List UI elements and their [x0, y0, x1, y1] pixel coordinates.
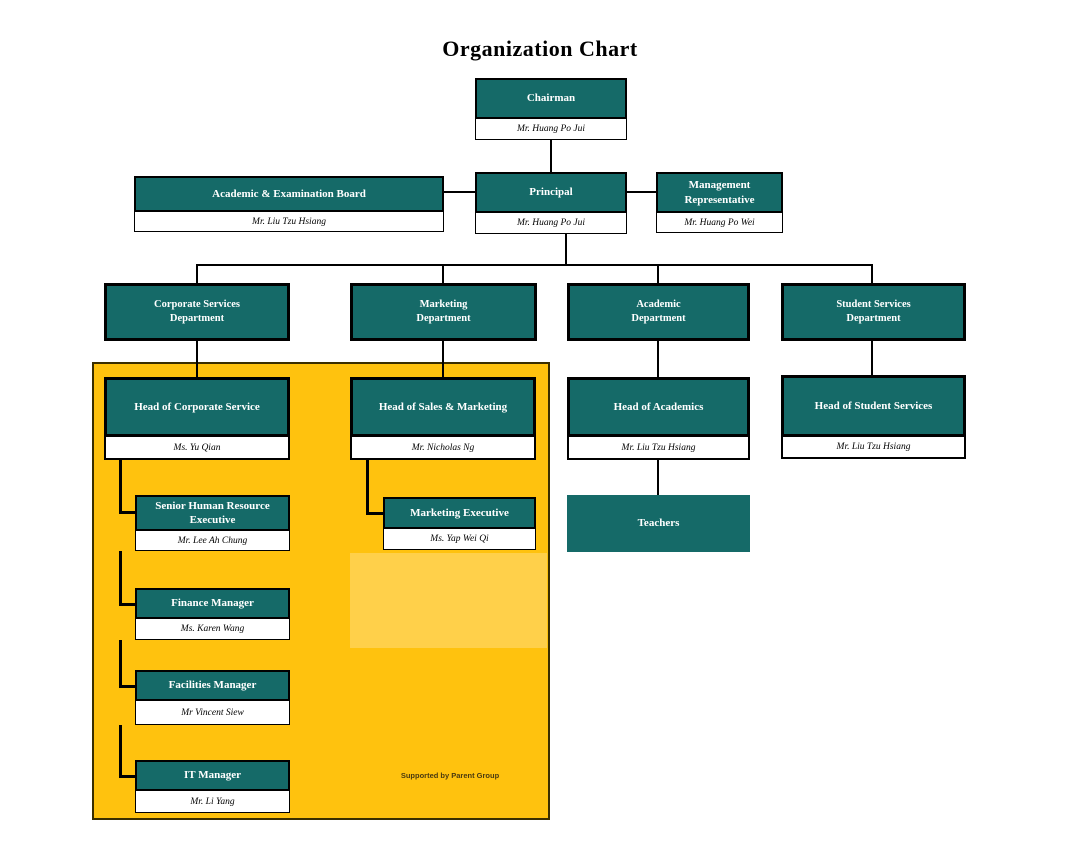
it-manager-name-bar: Mr. Li Yang: [135, 791, 290, 813]
org-node-facilities-manager: Facilities Manager Mr Vincent Siew: [135, 670, 290, 725]
teachers-title-box: Teachers: [567, 495, 750, 552]
connector-chairman-principal: [550, 139, 552, 172]
head-academics-name-bar: Mr. Liu Tzu Hsiang: [567, 437, 750, 460]
connector-finance-facilities-h: [119, 685, 136, 688]
corporate-dept-title-box: Corporate Services Department: [104, 283, 290, 341]
org-node-senior-hr: Senior Human Resource Executive Mr. Lee …: [135, 495, 290, 551]
connector-bus-academic: [657, 264, 659, 283]
org-node-academic-dept: Academic Department: [567, 283, 750, 341]
org-node-finance-manager: Finance Manager Ms. Karen Wang: [135, 588, 290, 640]
parent-group-label: Supported by Parent Group: [400, 771, 500, 780]
head-sales-title-box: Head of Sales & Marketing: [350, 377, 536, 437]
connector-marketing-head: [442, 341, 444, 377]
connector-bus: [196, 264, 873, 266]
connector-corporate-head: [196, 341, 198, 377]
org-node-chairman: Chairman Mr. Huang Po Jui: [475, 78, 627, 140]
chairman-title-box: Chairman: [475, 78, 627, 119]
principal-title-box: Principal: [475, 172, 627, 213]
facilities-manager-title-box: Facilities Manager: [135, 670, 290, 701]
connector-seniorhr-finance-v: [119, 551, 122, 606]
head-corporate-title-box: Head of Corporate Service: [104, 377, 290, 437]
chairman-name-bar: Mr. Huang Po Jui: [475, 119, 627, 140]
management-rep-name-bar: Mr. Huang Po Wei: [656, 213, 783, 233]
academic-dept-title-box: Academic Department: [567, 283, 750, 341]
connector-board-principal: [444, 191, 475, 193]
org-node-head-academics: Head of Academics Mr. Liu Tzu Hsiang: [567, 377, 750, 460]
connector-academic-head: [657, 341, 659, 377]
principal-name-bar: Mr. Huang Po Jui: [475, 213, 627, 234]
head-sales-name-bar: Mr. Nicholas Ng: [350, 437, 536, 460]
head-student-name-bar: Mr. Liu Tzu Hsiang: [781, 437, 966, 459]
org-node-head-sales: Head of Sales & Marketing Mr. Nicholas N…: [350, 377, 536, 460]
org-node-academic-board: Academic & Examination Board Mr. Liu Tzu…: [134, 176, 444, 232]
head-academics-title-box: Head of Academics: [567, 377, 750, 437]
facilities-manager-name-bar: Mr Vincent Siew: [135, 701, 290, 725]
senior-hr-name-bar: Mr. Lee Ah Chung: [135, 531, 290, 551]
org-node-marketing-dept: Marketing Department: [350, 283, 537, 341]
org-node-management-rep: Management Representative Mr. Huang Po W…: [656, 172, 783, 233]
management-rep-title-box: Management Representative: [656, 172, 783, 213]
org-node-principal: Principal Mr. Huang Po Jui: [475, 172, 627, 234]
connector-student-head: [871, 341, 873, 377]
org-node-teachers: Teachers: [567, 495, 750, 552]
connector-bus-marketing: [442, 264, 444, 283]
connector-sales-marketingexec-h: [366, 512, 384, 515]
connector-principal-bus: [565, 234, 567, 266]
finance-manager-name-bar: Ms. Karen Wang: [135, 619, 290, 640]
org-node-corporate-dept: Corporate Services Department: [104, 283, 290, 341]
academic-board-name-bar: Mr. Liu Tzu Hsiang: [134, 212, 444, 232]
connector-facilities-it-v: [119, 725, 122, 778]
senior-hr-title-box: Senior Human Resource Executive: [135, 495, 290, 531]
it-manager-title-box: IT Manager: [135, 760, 290, 791]
org-node-student-dept: Student Services Department: [781, 283, 966, 341]
connector-facilities-it-h: [119, 775, 136, 778]
connector-principal-mgmtrep: [627, 191, 656, 193]
connector-head-seniorhr-h: [119, 511, 136, 514]
connector-seniorhr-finance-h: [119, 603, 136, 606]
academic-board-title-box: Academic & Examination Board: [134, 176, 444, 212]
org-node-marketing-exec: Marketing Executive Ms. Yap Wei Qi: [383, 497, 536, 550]
connector-head-seniorhr-v: [119, 460, 122, 514]
connector-bus-corporate: [196, 264, 198, 283]
connector-academics-teachers: [657, 460, 659, 495]
head-corporate-name-bar: Ms. Yu Qian: [104, 437, 290, 460]
head-student-title-box: Head of Student Services: [781, 375, 966, 437]
marketing-exec-name-bar: Ms. Yap Wei Qi: [383, 529, 536, 550]
student-dept-title-box: Student Services Department: [781, 283, 966, 341]
org-node-head-corporate: Head of Corporate Service Ms. Yu Qian: [104, 377, 290, 460]
finance-manager-title-box: Finance Manager: [135, 588, 290, 619]
connector-finance-facilities-v: [119, 640, 122, 688]
parent-group-region-highlight: [350, 553, 547, 648]
connector-sales-marketingexec-v: [366, 460, 369, 515]
org-node-head-student: Head of Student Services Mr. Liu Tzu Hsi…: [781, 375, 966, 459]
page-title: Organization Chart: [442, 36, 638, 61]
marketing-exec-title-box: Marketing Executive: [383, 497, 536, 529]
org-node-it-manager: IT Manager Mr. Li Yang: [135, 760, 290, 813]
marketing-dept-title-box: Marketing Department: [350, 283, 537, 341]
connector-bus-student: [871, 264, 873, 283]
